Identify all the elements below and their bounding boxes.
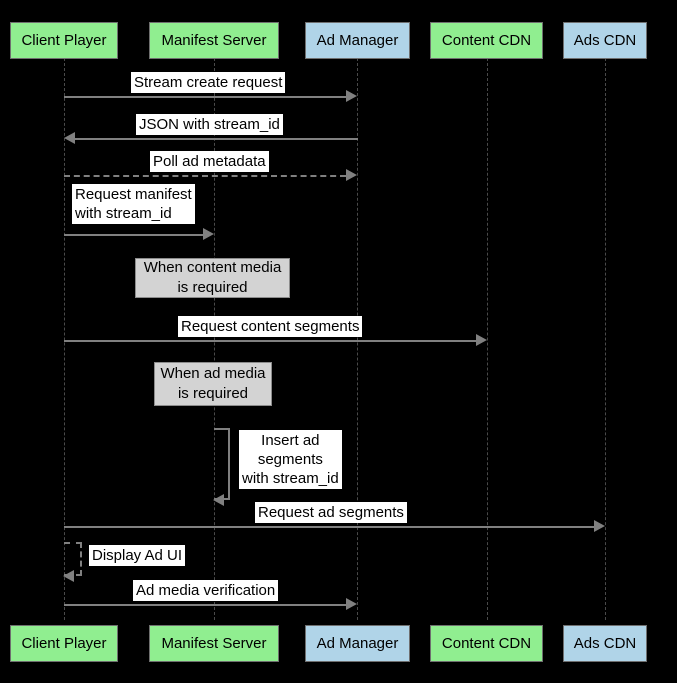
- arrowhead-stream-create-request: [346, 90, 357, 102]
- message-label-stream-create-request: Stream create request: [131, 72, 286, 93]
- message-line-stream-create-request: [64, 96, 346, 98]
- arrowhead-request-content-segments: [476, 334, 487, 346]
- message-label-request-ad-segments: Request ad segments: [255, 502, 407, 523]
- note-when-ad-media-required: When ad media is required: [154, 362, 272, 406]
- arrowhead-poll-ad-metadata: [346, 169, 357, 181]
- arrowhead-display-ad-ui: [63, 570, 74, 582]
- lifeline-manifest-server: [214, 58, 215, 620]
- participant-ad-manager-bottom[interactable]: Ad Manager: [305, 625, 410, 662]
- arrowhead-insert-ad-segments: [213, 494, 224, 506]
- arrowhead-ad-media-verification: [346, 598, 357, 610]
- message-label-insert-ad-segments: Insert ad segments with stream_id: [239, 430, 342, 489]
- message-line-poll-ad-metadata: [64, 175, 346, 177]
- arrowhead-json-with-stream-id: [64, 132, 75, 144]
- message-label-display-ad-ui: Display Ad UI: [89, 545, 186, 566]
- message-line-request-content-segments: [64, 340, 476, 342]
- participant-content-cdn-bottom[interactable]: Content CDN: [430, 625, 543, 662]
- arrowhead-request-manifest: [203, 228, 214, 240]
- lifeline-content-cdn: [487, 58, 488, 620]
- lifeline-ads-cdn: [605, 58, 606, 620]
- lifeline-ad-manager: [357, 58, 358, 620]
- message-label-poll-ad-metadata: Poll ad metadata: [150, 151, 269, 172]
- participant-ad-manager-top[interactable]: Ad Manager: [305, 22, 410, 59]
- self-message-loop-insert-ad-segments: [214, 428, 230, 500]
- message-label-json-with-stream-id: JSON with stream_id: [136, 114, 283, 135]
- message-line-json-with-stream-id: [75, 138, 358, 140]
- message-label-request-manifest: Request manifest with stream_id: [72, 184, 195, 224]
- participant-content-cdn-top[interactable]: Content CDN: [430, 22, 543, 59]
- lifeline-client-player: [64, 58, 65, 620]
- participant-client-player-top[interactable]: Client Player: [10, 22, 118, 59]
- message-label-request-content-segments: Request content segments: [178, 316, 363, 337]
- message-line-ad-media-verification: [64, 604, 346, 606]
- arrowhead-request-ad-segments: [594, 520, 605, 532]
- message-line-request-manifest: [64, 234, 203, 236]
- participant-ads-cdn-bottom[interactable]: Ads CDN: [563, 625, 647, 662]
- participant-ads-cdn-top[interactable]: Ads CDN: [563, 22, 647, 59]
- message-label-ad-media-verification: Ad media verification: [133, 580, 279, 601]
- note-when-content-media-required: When content media is required: [135, 258, 290, 298]
- message-line-request-ad-segments: [64, 526, 594, 528]
- participant-manifest-server-top[interactable]: Manifest Server: [149, 22, 279, 59]
- participant-manifest-server-bottom[interactable]: Manifest Server: [149, 625, 279, 662]
- participant-client-player-bottom[interactable]: Client Player: [10, 625, 118, 662]
